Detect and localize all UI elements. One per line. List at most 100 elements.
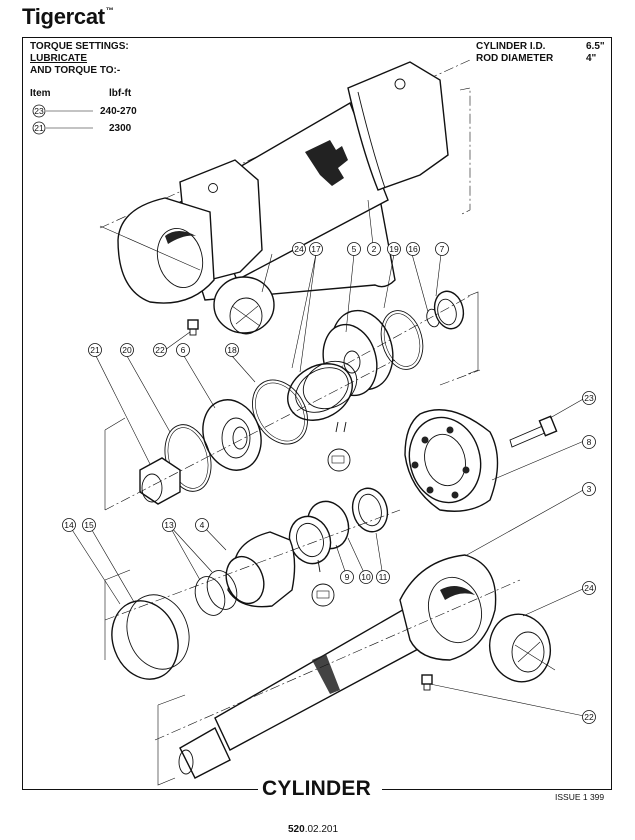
axis-bracket-top-right: [459, 87, 471, 216]
callout-9[interactable]: 9: [340, 570, 354, 584]
callout-21[interactable]: 21: [88, 343, 102, 357]
frame-bottom-left: [22, 789, 258, 790]
cylinder-barrel: [99, 61, 449, 304]
svg-text:24: 24: [294, 244, 304, 254]
svg-text:23: 23: [584, 393, 594, 403]
callouts: 24 17 5 2 19 16 7 21 20 22 6 18 23 8 3 1…: [62, 242, 596, 724]
torque-lubricate: LUBRICATE: [30, 53, 88, 64]
bearing-24-bottom: [489, 613, 556, 683]
brand-logo: Tigercat™: [22, 4, 114, 30]
svg-text:19: 19: [389, 244, 399, 254]
detail-symbol-bottom: [311, 559, 335, 607]
svg-text:22: 22: [155, 345, 165, 355]
trademark-symbol: ™: [105, 5, 114, 15]
callout-7[interactable]: 7: [435, 242, 449, 256]
svg-text:17: 17: [311, 244, 321, 254]
svg-text:7: 7: [440, 244, 445, 254]
callout-17[interactable]: 17: [309, 242, 323, 256]
spec-value: 6.5": [586, 41, 605, 52]
svg-text:16: 16: [408, 244, 418, 254]
callout-11[interactable]: 11: [376, 570, 390, 584]
svg-text:6: 6: [181, 345, 186, 355]
ring-15: [126, 594, 190, 670]
brand-name: Tigercat: [22, 4, 105, 29]
callout-24[interactable]: 24: [582, 581, 596, 595]
torque-callout-21: 21: [32, 121, 93, 135]
callout-14[interactable]: 14: [62, 518, 76, 532]
wiper-seal-9-10: [288, 500, 350, 565]
callout-10[interactable]: 10: [359, 570, 373, 584]
seal-set-17: [287, 360, 358, 421]
svg-text:15: 15: [84, 520, 94, 530]
callout-4[interactable]: 4: [195, 518, 209, 532]
callout-3[interactable]: 3: [582, 482, 596, 496]
spec-row: CYLINDER I.D. 6.5": [476, 41, 605, 53]
nut-21: [139, 457, 181, 505]
spec-value: 4": [586, 53, 597, 64]
page-number-rest: .02.201: [304, 824, 339, 835]
torque-instruction: AND TORQUE TO:-: [30, 65, 121, 76]
spec-row: ROD DIAMETER 4": [476, 53, 605, 65]
page-number: 520.02.201: [288, 824, 338, 835]
svg-text:21: 21: [90, 345, 100, 355]
ring-11: [351, 487, 389, 533]
svg-text:21: 21: [34, 123, 44, 133]
callout-22[interactable]: 22: [153, 343, 167, 357]
torque-col-unit: lbf-ft: [109, 88, 132, 99]
callout-18[interactable]: 18: [225, 343, 239, 357]
svg-text:4: 4: [200, 520, 205, 530]
ring-13b: [194, 576, 226, 616]
callout-15[interactable]: 15: [82, 518, 96, 532]
callout-13[interactable]: 13: [162, 518, 176, 532]
torque-settings: TORQUE SETTINGS: LUBRICATE AND TORQUE TO…: [30, 41, 129, 77]
torque-value-21: 2300: [109, 123, 132, 134]
frame-bottom-right: [382, 789, 611, 790]
svg-text:23: 23: [34, 106, 44, 116]
callout-6[interactable]: 6: [176, 343, 190, 357]
svg-text:22: 22: [584, 712, 594, 722]
callout-16[interactable]: 16: [406, 242, 420, 256]
svg-text:24: 24: [584, 583, 594, 593]
callout-23[interactable]: 23: [582, 391, 596, 405]
drawing-title: CYLINDER: [262, 777, 371, 800]
bolt-23: [509, 415, 558, 448]
svg-text:11: 11: [379, 572, 388, 582]
issue-label: ISSUE 1 399: [555, 792, 605, 802]
svg-text:18: 18: [227, 345, 237, 355]
head-flange-8: [404, 409, 499, 512]
piston-rod: [178, 554, 497, 779]
svg-text:14: 14: [64, 520, 74, 530]
detail-symbol-top: [327, 421, 351, 472]
spec-label: ROD DIAMETER: [476, 53, 554, 64]
torque-title: TORQUE SETTINGS:: [30, 41, 129, 52]
callout-8[interactable]: 8: [582, 435, 596, 449]
grease-fitting-22-bottom: [421, 674, 433, 691]
grease-fitting-22-top: [187, 319, 199, 336]
callout-22[interactable]: 22: [582, 710, 596, 724]
svg-text:5: 5: [352, 244, 357, 254]
callout-20[interactable]: 20: [120, 343, 134, 357]
torque-callout-23: 23: [32, 104, 93, 118]
ring-13a: [206, 570, 238, 610]
spec-label: CYLINDER I.D.: [476, 41, 546, 52]
callout-19[interactable]: 19: [387, 242, 401, 256]
torque-col-item: Item: [30, 88, 51, 99]
svg-text:20: 20: [122, 345, 132, 355]
gland-4: [225, 531, 296, 608]
ring-14: [111, 600, 179, 680]
callout-2[interactable]: 2: [367, 242, 381, 256]
gland-6: [202, 399, 262, 471]
svg-text:13: 13: [164, 520, 174, 530]
svg-text:2: 2: [372, 244, 377, 254]
svg-text:3: 3: [587, 484, 592, 494]
callout-24[interactable]: 24: [292, 242, 306, 256]
ring-19: [380, 310, 424, 370]
drawing-frame: [22, 37, 612, 790]
torque-value-23: 240-270: [100, 106, 137, 117]
cylinder-specs: CYLINDER I.D. 6.5" ROD DIAMETER 4": [476, 41, 605, 65]
svg-text:8: 8: [587, 437, 592, 447]
page-number-section: 520: [288, 824, 305, 835]
svg-text:10: 10: [361, 572, 371, 582]
callout-5[interactable]: 5: [347, 242, 361, 256]
svg-text:9: 9: [345, 572, 350, 582]
